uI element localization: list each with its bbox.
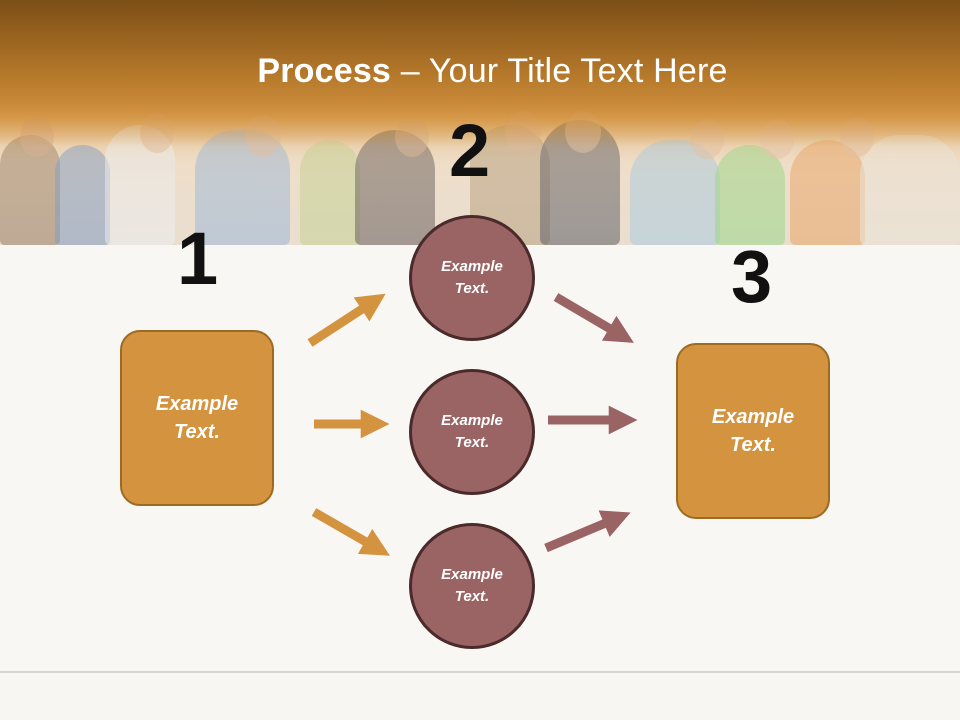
title-bold-part: Process: [257, 52, 392, 90]
step-number-2: 2: [449, 109, 491, 192]
right-box-text: Example Text.: [711, 406, 795, 456]
left-process-box: Example Text.: [120, 330, 274, 506]
arrow-box1-to-circle-bottom: [311, 508, 390, 556]
right-process-box: Example Text.: [676, 343, 830, 519]
step-number-1: 1: [177, 217, 219, 300]
step-number-3: 3: [731, 235, 773, 318]
circle-top: Example Text.: [409, 215, 535, 341]
arrow-circle-bottom-to-box3: [544, 510, 631, 553]
bottom-divider: [0, 671, 960, 673]
title-rest-part: – Your Title Text Here: [391, 52, 728, 90]
circle-bottom: Example Text.: [409, 523, 535, 649]
arrow-circle-top-to-box3: [553, 293, 634, 343]
arrow-box1-to-circle-top: [307, 293, 386, 347]
header-band: [0, 0, 960, 245]
circle-middle-text: Example Text.: [441, 411, 503, 452]
slide-title: Process – Your Title Text Here: [0, 52, 960, 91]
circle-middle: Example Text.: [409, 369, 535, 495]
header-overlay: [0, 0, 960, 245]
circle-top-text: Example Text.: [441, 257, 503, 298]
circle-bottom-text: Example Text.: [441, 565, 503, 606]
left-box-text: Example Text.: [155, 393, 239, 443]
